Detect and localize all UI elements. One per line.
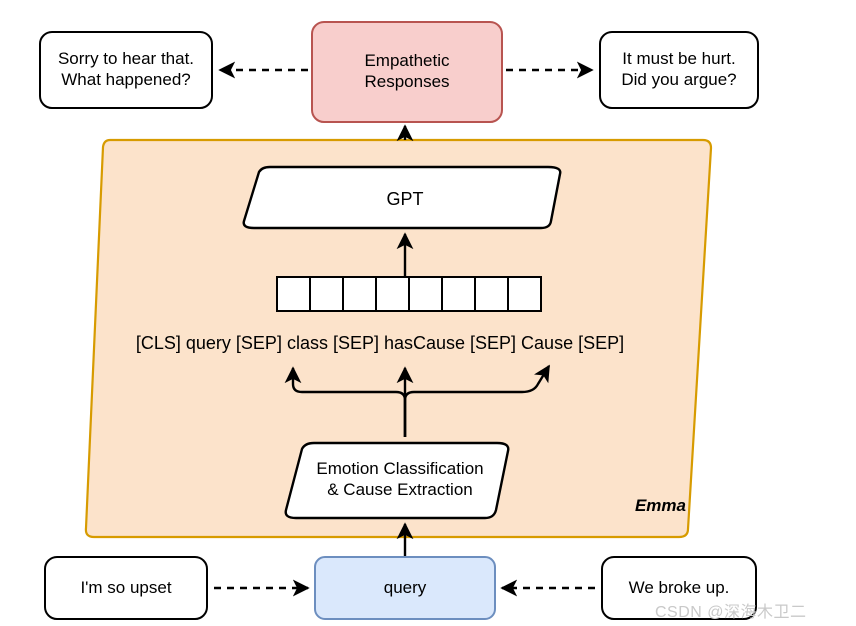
token-cell <box>507 276 542 312</box>
input-box-right[interactable] <box>601 556 757 620</box>
query-node[interactable] <box>314 556 496 620</box>
emma-panel <box>84 138 713 539</box>
token-cell <box>441 276 476 312</box>
token-cell <box>342 276 377 312</box>
token-row <box>276 276 542 312</box>
token-cell <box>309 276 344 312</box>
response-box-right[interactable] <box>599 31 759 109</box>
token-cell <box>408 276 443 312</box>
empathetic-responses-node[interactable] <box>311 21 503 123</box>
token-cell <box>276 276 311 312</box>
input-box-left[interactable] <box>44 556 208 620</box>
arrow-extractor-to-cause <box>403 364 551 437</box>
gpt-node[interactable] <box>242 165 562 230</box>
response-box-left[interactable] <box>39 31 213 109</box>
emotion-extractor-node[interactable] <box>284 441 510 520</box>
token-cell <box>474 276 509 312</box>
token-cell <box>375 276 410 312</box>
